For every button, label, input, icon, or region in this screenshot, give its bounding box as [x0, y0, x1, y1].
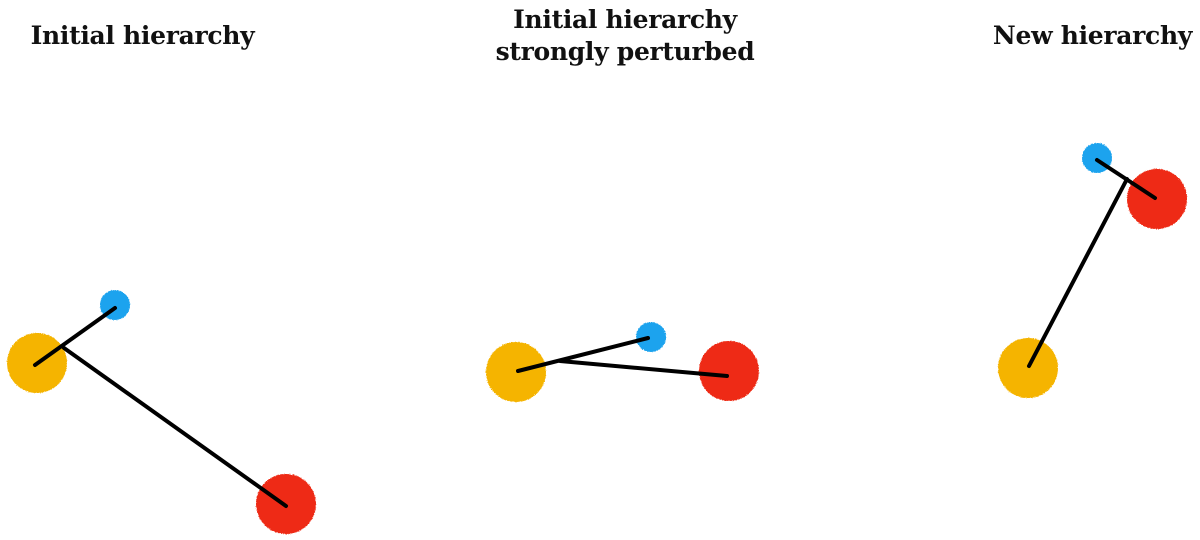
outer-orbit-link: [1027, 177, 1129, 368]
yellow-body: [998, 338, 1058, 398]
blue-body: [636, 322, 666, 352]
red-body: [1127, 169, 1187, 229]
panel-title-perturbed: Initial hierarchy strongly perturbed: [455, 4, 795, 68]
panel-title-new: New hierarchy: [985, 20, 1200, 52]
red-body: [699, 341, 759, 401]
panel-perturbed: [486, 322, 759, 402]
panel-title-initial: Initial hierarchy: [0, 20, 285, 52]
title-line: Initial hierarchy: [513, 5, 737, 34]
panel-new: [998, 143, 1187, 398]
outer-orbit-link: [62, 346, 288, 508]
yellow-body: [486, 342, 546, 402]
title-line: strongly perturbed: [495, 37, 755, 66]
title-line: Initial hierarchy: [30, 21, 255, 50]
inner-binary-link: [33, 306, 117, 367]
panel-initial: [7, 290, 316, 534]
inner-binary-link: [516, 336, 650, 373]
title-line: New hierarchy: [992, 21, 1193, 50]
outer-orbit-link: [558, 359, 729, 378]
